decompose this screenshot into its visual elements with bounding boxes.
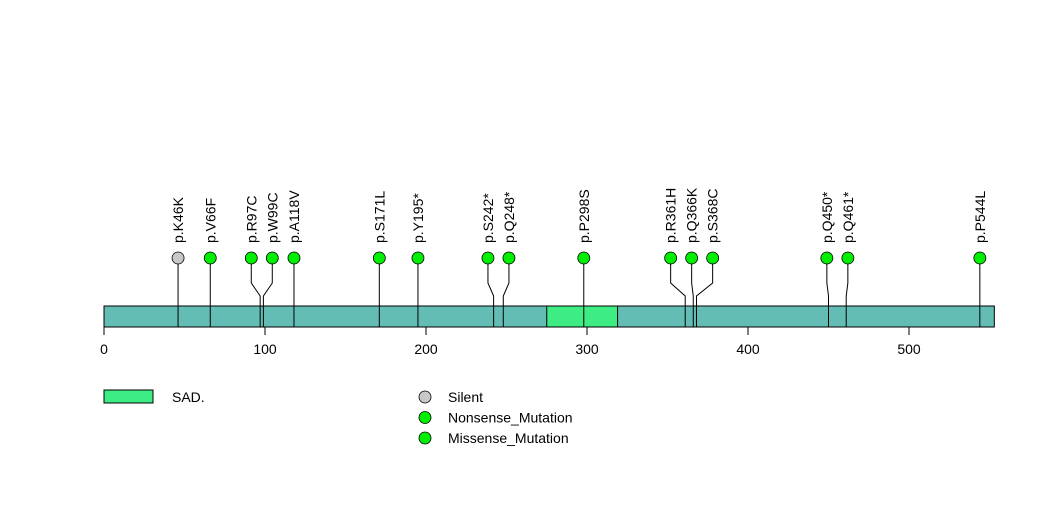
x-tick-label: 200	[414, 341, 438, 357]
mutation-stem	[262, 258, 273, 327]
mutation-label: p.Q366K	[684, 187, 700, 243]
mutation-label: p.Q248*	[501, 191, 517, 243]
mutation-label: p.S368C	[705, 189, 721, 243]
mutation-head-missense_mutation	[577, 251, 591, 265]
legend-marker-silent	[418, 390, 432, 404]
mutation-label: p.S171L	[371, 191, 387, 243]
legend-marker-missense_mutation	[418, 431, 432, 445]
mutation-head-missense_mutation	[664, 251, 678, 265]
mutation-head-missense_mutation	[244, 251, 258, 265]
mutation-stem	[691, 258, 694, 327]
mutation-head-nonsense_mutation	[820, 251, 834, 265]
mutation-label: p.P544L	[972, 191, 988, 243]
mutation-head-missense_mutation	[706, 251, 720, 265]
mutation-head-nonsense_mutation	[841, 251, 855, 265]
mutation-label: p.P298S	[576, 189, 592, 243]
mutation-head-silent	[171, 251, 185, 265]
mutation-label: p.A118V	[286, 190, 302, 243]
mutation-head-missense_mutation	[203, 251, 217, 265]
mutation-label: p.V66F	[202, 198, 218, 243]
mutation-stem	[845, 258, 849, 327]
mutation-label: p.Q450*	[819, 191, 835, 243]
mutation-label: p.R361H	[663, 188, 679, 243]
legend-domain-label: SAD.	[172, 389, 205, 405]
mutation-label: p.R97C	[243, 196, 259, 243]
mutation-head-missense_mutation	[287, 251, 301, 265]
mutation-head-missense_mutation	[372, 251, 386, 265]
legend-marker-nonsense_mutation	[418, 411, 432, 424]
mutation-head-nonsense_mutation	[502, 251, 516, 265]
mutation-head-missense_mutation	[265, 251, 279, 265]
x-tick-label: 100	[253, 341, 277, 357]
x-tick-label: 500	[897, 341, 921, 357]
x-tick-label: 0	[100, 341, 108, 357]
legend-domain-swatch	[103, 389, 154, 404]
legend-label: Missense_Mutation	[448, 430, 569, 446]
mutation-head-nonsense_mutation	[411, 251, 425, 265]
mutation-label: p.S242*	[480, 193, 496, 243]
mutation-stem	[250, 258, 261, 327]
mutation-label: p.Q461*	[840, 191, 856, 243]
mutation-stem	[502, 258, 510, 327]
mutation-stem	[487, 258, 495, 327]
mutation-head-nonsense_mutation	[481, 251, 495, 265]
mutation-head-missense_mutation	[973, 251, 987, 265]
x-tick-label: 300	[575, 341, 599, 357]
mutation-label: p.Y195*	[410, 193, 426, 243]
mutation-stem	[826, 258, 829, 327]
mutation-label: p.K46K	[170, 196, 186, 243]
mutation-label: p.W99C	[264, 192, 280, 243]
legend-label: Silent	[448, 389, 483, 405]
mutation-stem	[695, 258, 714, 327]
domain-sad	[546, 305, 619, 328]
mutation-head-missense_mutation	[685, 251, 699, 265]
mutation-stem	[670, 258, 686, 327]
x-tick-label: 400	[736, 341, 760, 357]
legend-label: Nonsense_Mutation	[448, 410, 573, 426]
